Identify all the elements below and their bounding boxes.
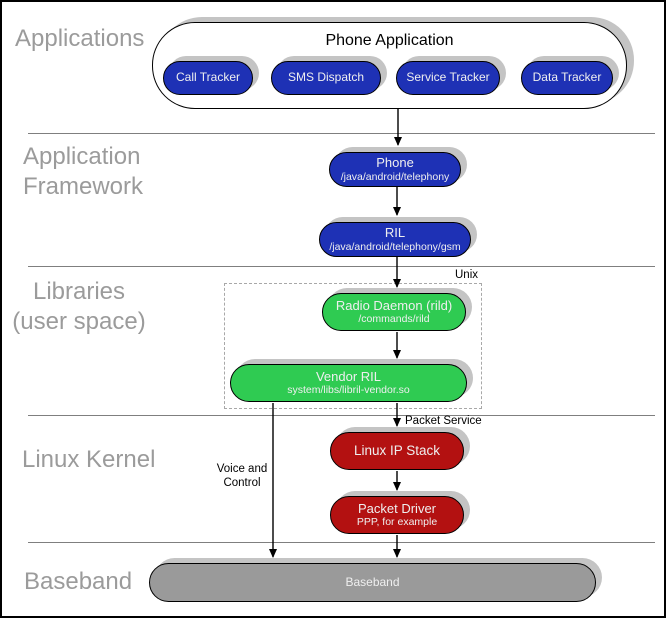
- node-title: RIL: [384, 225, 406, 240]
- section-label-line: Application: [23, 143, 141, 170]
- unix-label: Unix: [455, 269, 479, 281]
- section-label-applications: Applications: [15, 24, 144, 54]
- node-subtitle: /commands/rild: [358, 313, 430, 326]
- baseband-node: Baseband: [149, 563, 596, 602]
- section-label-line: Applications: [15, 25, 145, 52]
- unix-dashed-boundary: [224, 283, 482, 409]
- section-divider: [28, 542, 655, 543]
- node-title: Packet Driver: [357, 500, 437, 516]
- phone-application-title: Phone Application: [325, 32, 454, 49]
- section-label-line: (user space): [12, 308, 146, 335]
- section-label-linux-kernel: Linux Kernel: [22, 445, 155, 475]
- node-subtitle: PPP, for example: [356, 516, 438, 529]
- node-title: Linux IP Stack: [353, 443, 441, 459]
- node-title: Radio Daemon (rild): [335, 297, 453, 313]
- node-title: Phone: [376, 155, 414, 170]
- section-divider: [28, 415, 655, 416]
- sms-dispatch-pill: SMS Dispatch: [271, 61, 381, 95]
- voice-control-line: Voice and: [216, 463, 268, 475]
- section-label-line: Framework: [23, 173, 144, 200]
- packet-driver-node: Packet Driver PPP, for example: [330, 496, 464, 534]
- section-divider: [28, 266, 655, 267]
- section-divider: [28, 133, 655, 134]
- node-subtitle: /java/android/telephony/gsm: [329, 240, 461, 253]
- node-title: Baseband: [345, 574, 400, 589]
- node-subtitle: system/libs/libril-vendor.so: [287, 384, 410, 397]
- vendor-ril-node: Vendor RIL system/libs/libril-vendor.so: [230, 364, 467, 402]
- radio-daemon-node: Radio Daemon (rild) /commands/rild: [322, 293, 466, 331]
- call-tracker-pill: Call Tracker: [163, 61, 253, 95]
- phone-node: Phone /java/android/telephony: [329, 152, 461, 187]
- data-tracker-pill: Data Tracker: [521, 61, 613, 95]
- node-title: Vendor RIL: [315, 368, 382, 384]
- section-label-baseband: Baseband: [24, 567, 132, 597]
- section-label-line: Libraries: [32, 278, 126, 305]
- ril-node: RIL /java/android/telephony/gsm: [319, 222, 471, 257]
- section-label-libraries-user-space: Libraries (user space): [3, 277, 155, 337]
- packet-service-label: Packet Service: [405, 415, 482, 427]
- linux-ip-stack-node: Linux IP Stack: [330, 432, 464, 470]
- section-label-application-framework: Application Framework: [23, 142, 143, 202]
- service-tracker-pill: Service Tracker: [396, 61, 500, 95]
- section-label-line: Linux Kernel: [22, 446, 156, 473]
- voice-control-label: Voice and Control: [202, 462, 282, 490]
- voice-control-line: Control: [223, 477, 261, 489]
- phone-application-group: Phone Application Call Tracker SMS Dispa…: [152, 22, 627, 109]
- node-subtitle: /java/android/telephony: [340, 170, 450, 183]
- section-label-line: Baseband: [24, 568, 133, 595]
